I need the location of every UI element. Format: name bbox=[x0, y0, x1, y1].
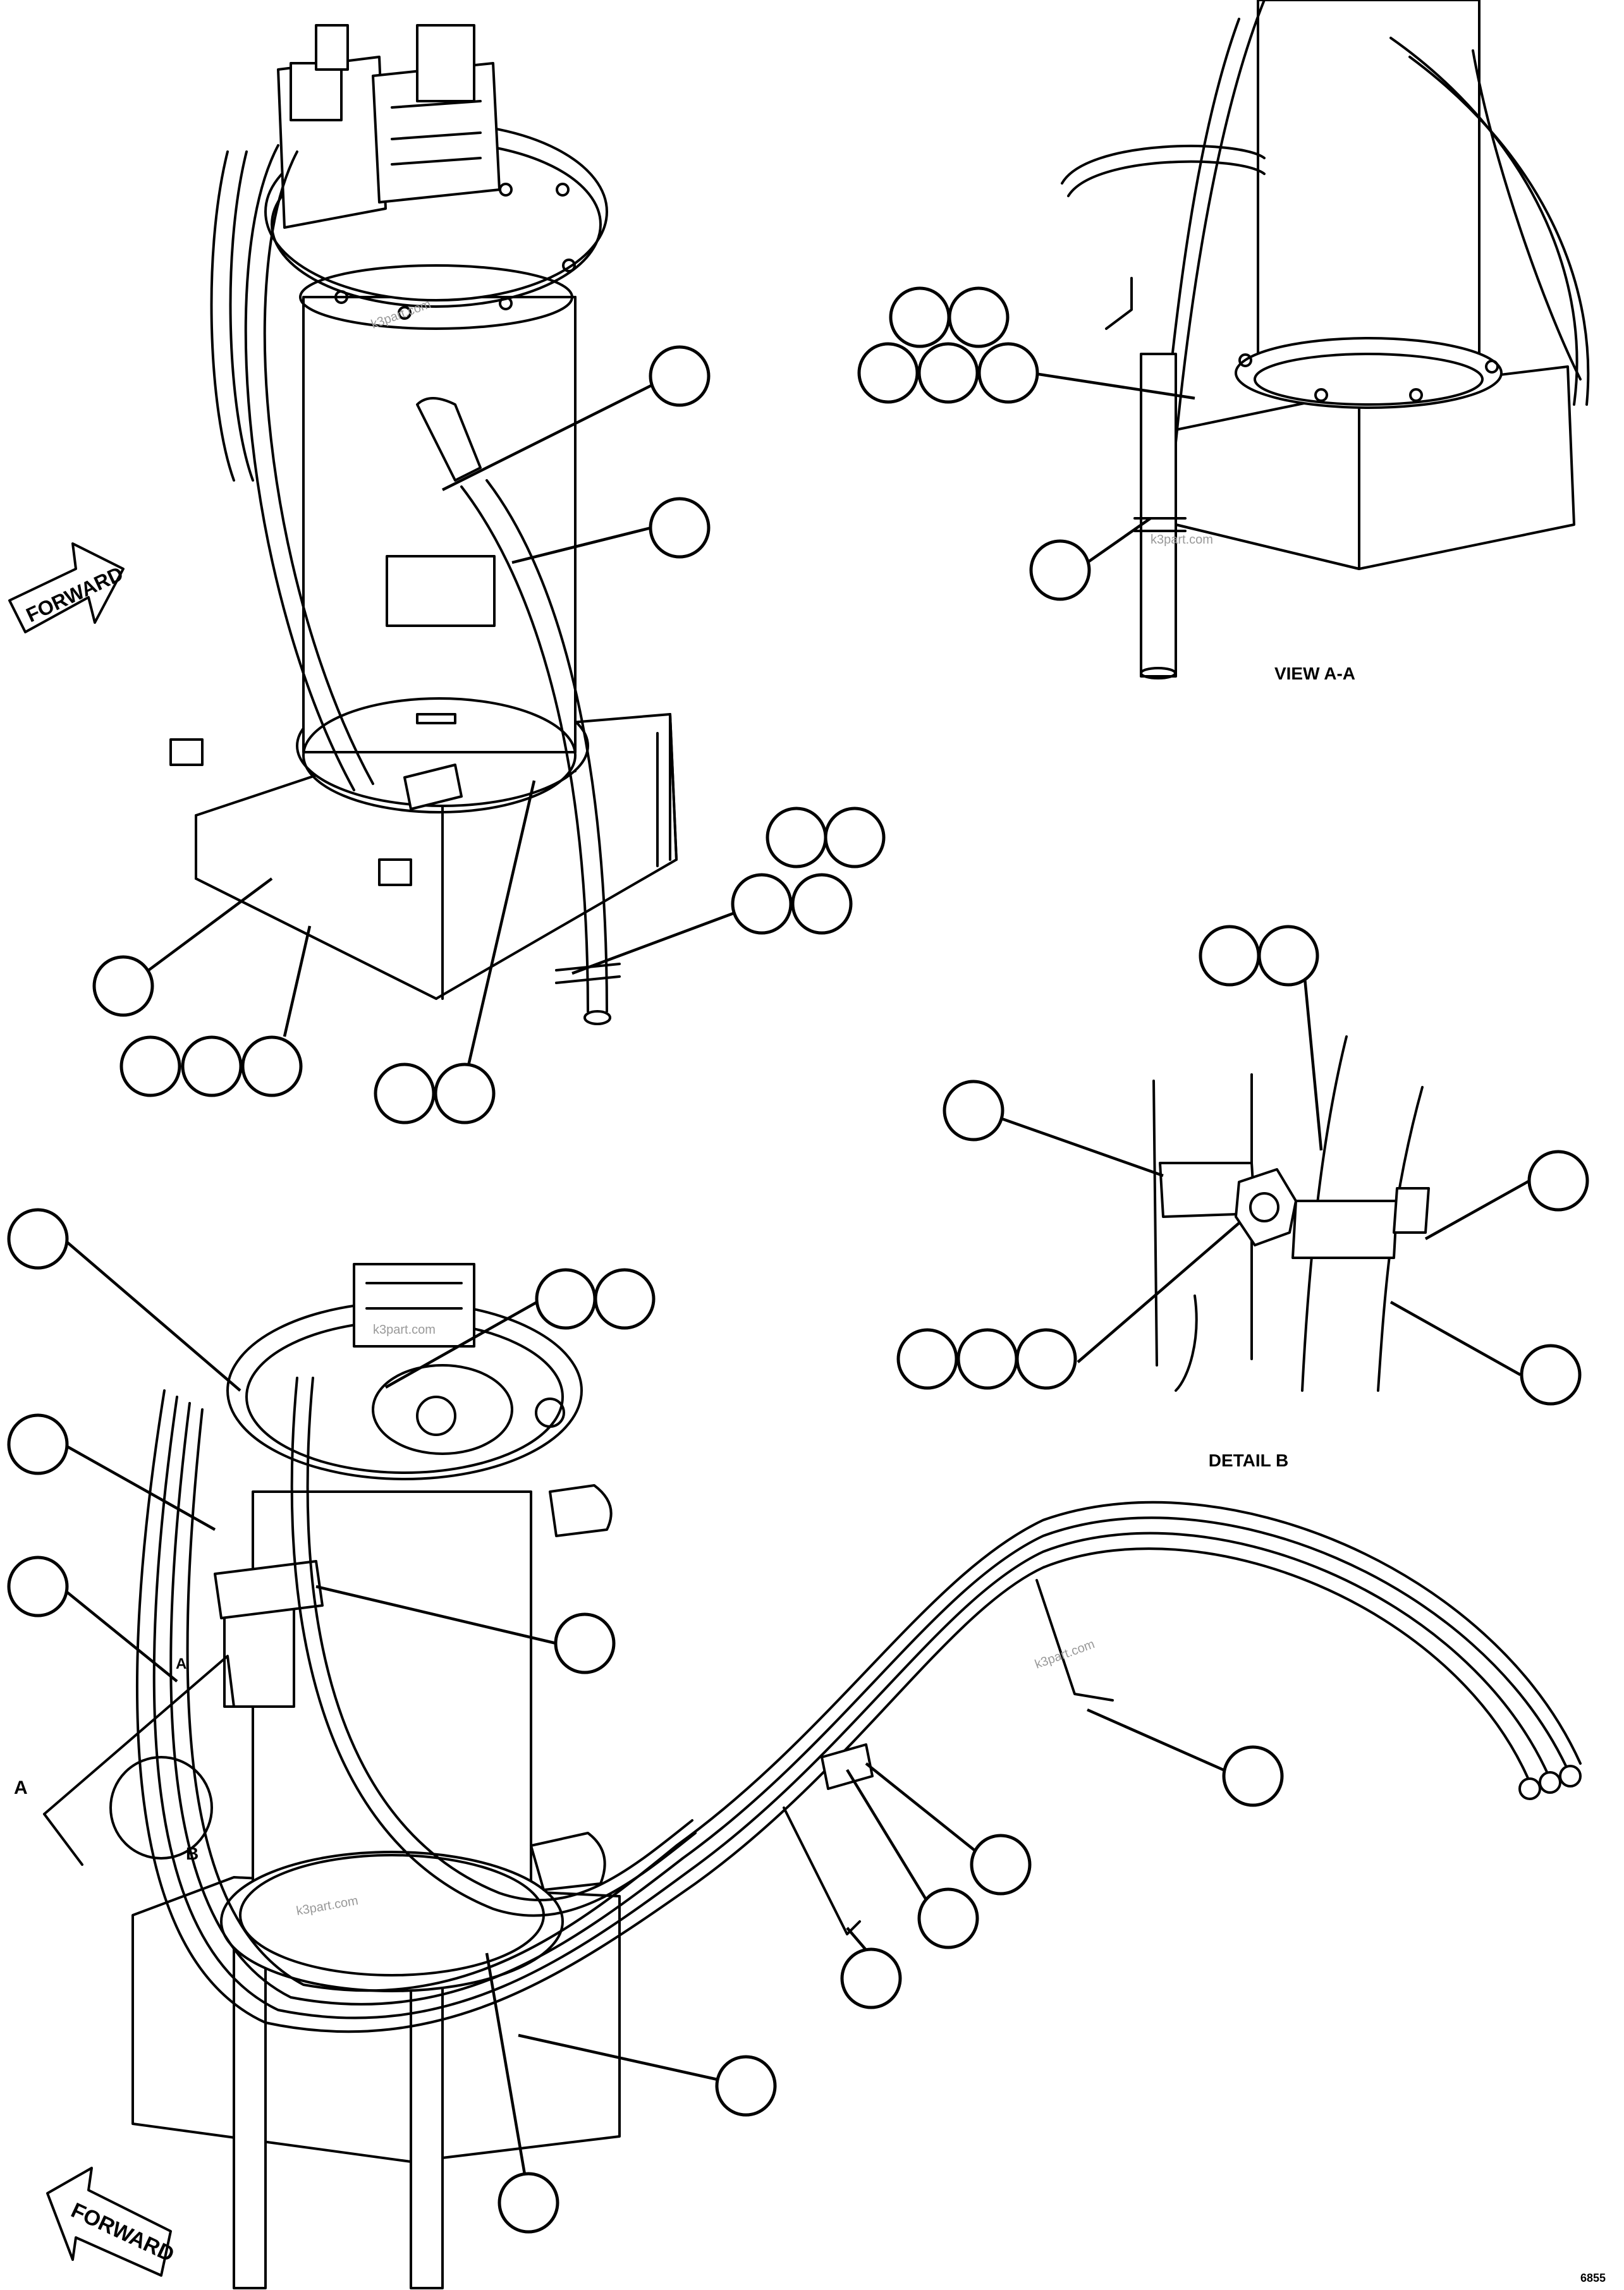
callout-balloon bbox=[917, 1887, 979, 1949]
callout-balloon bbox=[535, 1268, 597, 1330]
callout-leader-line bbox=[1030, 371, 1195, 400]
callout-balloon bbox=[434, 1063, 496, 1124]
callout-balloon bbox=[715, 2055, 777, 2117]
callout-leader-line bbox=[846, 1927, 867, 1951]
callout-balloon bbox=[917, 342, 979, 404]
callout-balloon bbox=[824, 807, 886, 868]
callout-balloon bbox=[896, 1328, 958, 1390]
callout-leader-line bbox=[147, 877, 273, 971]
callout-balloon bbox=[840, 1947, 902, 2009]
callout-leader-line bbox=[466, 780, 536, 1069]
callout-leader-line bbox=[62, 1238, 241, 1392]
callout-leader-line bbox=[1077, 1222, 1240, 1363]
tank-assembly-bottom-view bbox=[43, 1263, 1582, 2289]
callout-leader-line bbox=[511, 526, 652, 564]
callout-balloon bbox=[119, 1035, 181, 1097]
callout-balloon bbox=[92, 955, 154, 1017]
callout-balloon bbox=[1257, 925, 1319, 987]
callout-leader-line bbox=[1086, 517, 1152, 564]
section-b-label: B bbox=[186, 1844, 198, 1863]
callout-balloon bbox=[1527, 1150, 1589, 1212]
callout-balloon bbox=[181, 1035, 243, 1097]
callout-leader-line bbox=[865, 1762, 994, 1866]
watermark: k3part.com bbox=[1151, 533, 1213, 547]
section-a-label: A bbox=[14, 1777, 28, 1798]
detail-b-caption: DETAIL B bbox=[1209, 1451, 1289, 1470]
page-code: 6855 bbox=[1580, 2272, 1606, 2284]
callout-leader-line bbox=[283, 925, 312, 1037]
callout-balloon bbox=[766, 807, 827, 868]
tank-assembly-top-view bbox=[169, 24, 678, 1025]
callout-leader-line bbox=[1087, 1708, 1224, 1772]
callout-balloon bbox=[857, 342, 919, 404]
callout-balloon bbox=[649, 497, 711, 559]
callout-balloon bbox=[1029, 539, 1091, 601]
callout-leader-line bbox=[441, 384, 652, 492]
callout-leader-line bbox=[485, 1952, 527, 2175]
callout-leader-line bbox=[62, 1443, 216, 1531]
callout-balloon bbox=[649, 345, 711, 407]
callout-balloon bbox=[498, 2172, 559, 2234]
forward-arrow-bottom: FORWARD bbox=[46, 2167, 178, 2277]
callout-balloon bbox=[791, 873, 853, 935]
callout-leader-line bbox=[846, 1769, 937, 1916]
callout-balloon bbox=[970, 1834, 1032, 1896]
callout-balloon bbox=[731, 873, 793, 935]
callout-balloon bbox=[977, 342, 1039, 404]
view-aa-illustration bbox=[1061, 0, 1590, 679]
callout-balloon bbox=[889, 286, 951, 348]
watermark: k3part.com bbox=[373, 1323, 436, 1337]
callout-balloon bbox=[374, 1063, 436, 1124]
view-aa-caption: VIEW A-A bbox=[1274, 664, 1355, 683]
callout-balloon bbox=[1199, 925, 1261, 987]
callout-leader-line bbox=[1001, 1117, 1164, 1178]
callout-balloons bbox=[7, 286, 1589, 2234]
callout-leader-line bbox=[1424, 1178, 1534, 1240]
callout-balloon bbox=[943, 1080, 1004, 1142]
callout-balloon bbox=[1520, 1344, 1582, 1406]
callout-balloon bbox=[7, 1556, 69, 1617]
callout-balloon bbox=[1015, 1328, 1077, 1390]
callout-leader-line bbox=[1300, 951, 1323, 1151]
callout-balloon bbox=[554, 1612, 616, 1674]
callout-leader-line bbox=[571, 911, 734, 975]
callout-balloon bbox=[1222, 1745, 1284, 1807]
callout-balloon bbox=[594, 1268, 656, 1330]
callout-balloon bbox=[948, 286, 1010, 348]
callout-leader-line bbox=[315, 1585, 557, 1645]
detail-b-illustration bbox=[1152, 1035, 1430, 1392]
forward-arrow-top: FORWARD bbox=[8, 542, 126, 633]
callout-balloon bbox=[241, 1035, 303, 1097]
callout-balloon bbox=[956, 1328, 1018, 1390]
callout-leader-line bbox=[384, 1288, 561, 1389]
callout-balloon bbox=[7, 1413, 69, 1475]
section-a-small-label: A bbox=[176, 1655, 186, 1672]
callout-leader-line bbox=[518, 2033, 718, 2081]
callout-leader-line bbox=[59, 1585, 178, 1683]
callout-leader-line bbox=[1389, 1301, 1522, 1376]
callout-balloon bbox=[7, 1208, 69, 1270]
